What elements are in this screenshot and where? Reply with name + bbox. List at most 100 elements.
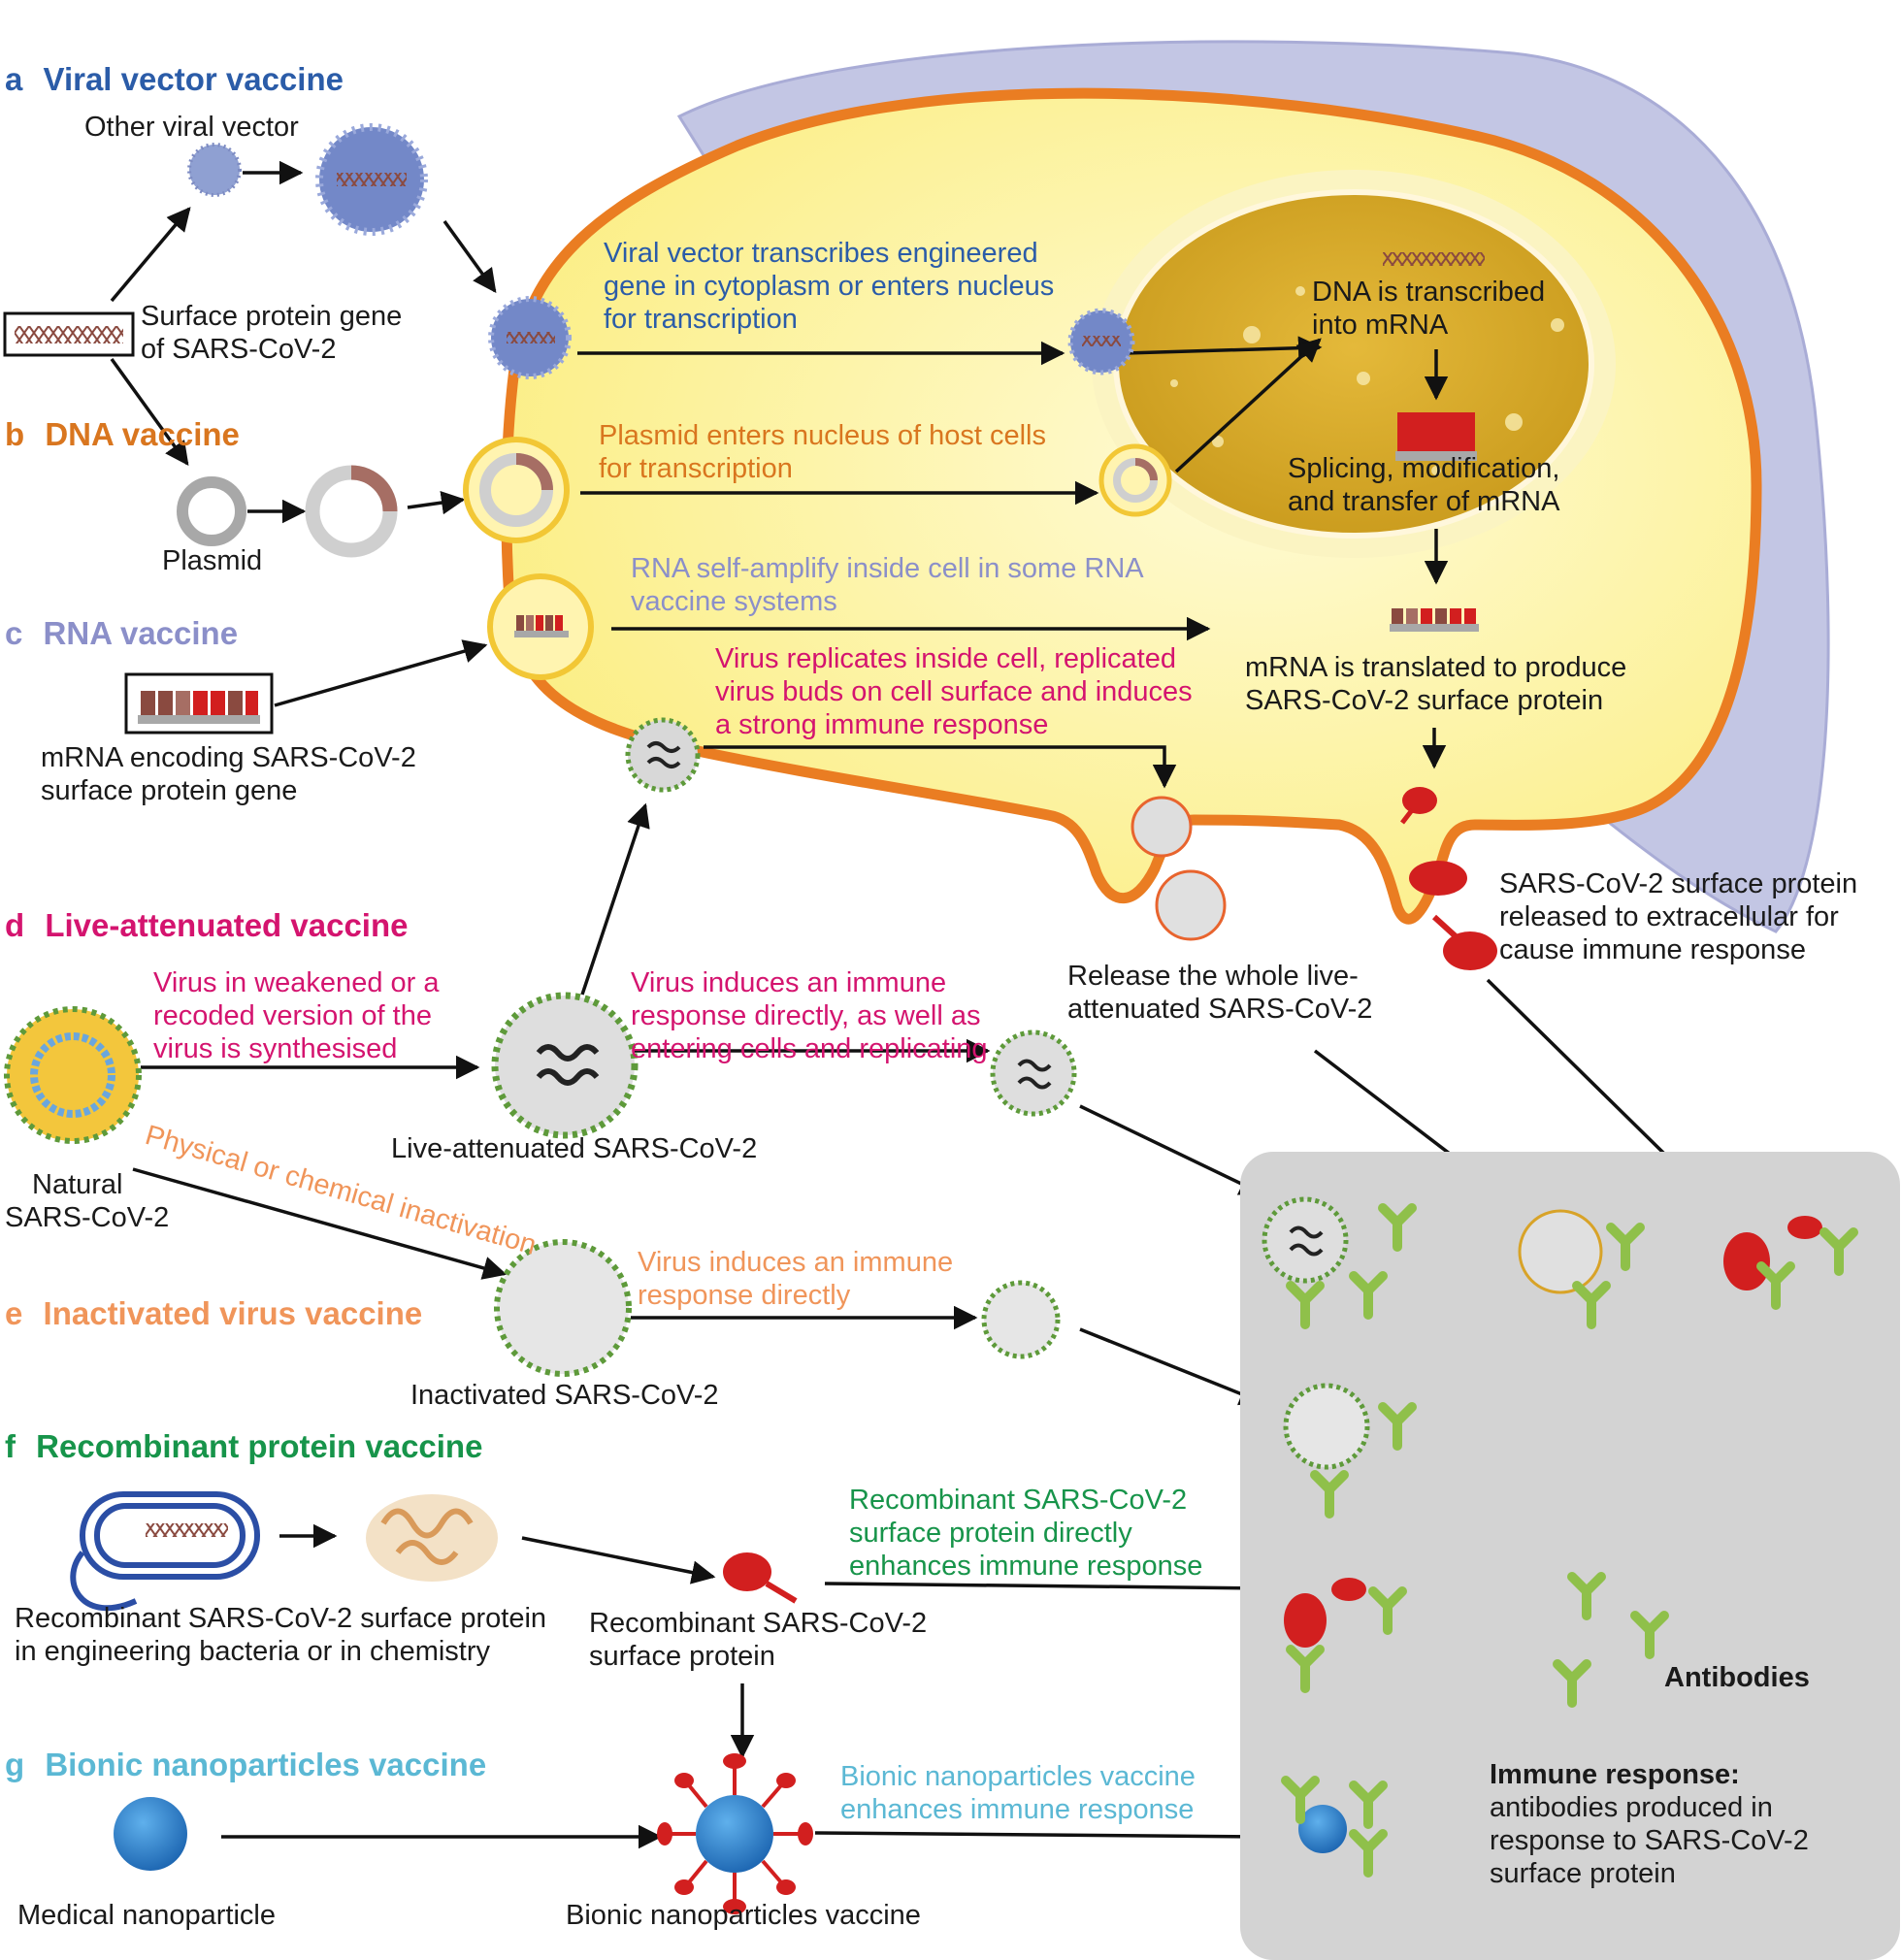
- note-weakened-line1: Virus in weakened or a: [153, 967, 440, 998]
- arrow-gene-to-plasmid: [110, 357, 189, 466]
- svg-text:Virus replicates inside cell,: Virus replicates inside cell, replicated…: [715, 643, 1200, 740]
- note-induces-enter-line3: entering cells and replicating: [631, 1033, 988, 1064]
- antibody-icon: [1572, 1281, 1611, 1329]
- section-b-letter: b: [5, 416, 24, 452]
- section-e-letter: e: [5, 1295, 22, 1331]
- splicing-line1: Splicing, modification,: [1288, 453, 1559, 484]
- section-f-title: Recombinant protein vaccine: [36, 1428, 482, 1464]
- viral-vector-in-cytoplasm: [1067, 308, 1135, 376]
- viral-vector-at-membrane: [488, 296, 572, 379]
- antibody-icon: [1819, 1227, 1858, 1276]
- antibody-icon: [1310, 1470, 1349, 1519]
- protein-budding: [1409, 861, 1467, 896]
- medical-nanoparticle: [114, 1797, 187, 1871]
- modified-plasmid-icon: [305, 465, 398, 558]
- note-bionic-line1: Bionic nanoparticles vaccine: [840, 1761, 1196, 1792]
- svg-text:f Recombinant protein va: f Recombinant protein vaccine: [5, 1428, 482, 1464]
- note-recombinant-line1: Recombinant SARS-CoV-2: [849, 1485, 1187, 1516]
- plasmid-label: Plasmid: [162, 545, 262, 576]
- svg-text:Plasmid enters nucleus of host: Plasmid enters nucleus of host cells for…: [599, 420, 1054, 484]
- surface-released-line3: cause immune response: [1499, 934, 1806, 965]
- antibody-icon: [1349, 1829, 1388, 1878]
- svg-text:b DNA vaccine: b DNA vaccine: [5, 416, 240, 452]
- engineering-bacterium: [70, 1491, 260, 1612]
- svg-text:c RNA vaccine: c RNA vaccine: [5, 615, 238, 651]
- note-viral-vector-line2: gene in cytoplasm or enters nucleus: [604, 271, 1054, 302]
- dna-transcribed-line1: DNA is transcribed: [1312, 277, 1545, 308]
- dna-in-nucleus: [1383, 252, 1485, 266]
- antibody-icon: [1553, 1659, 1591, 1708]
- engineered-viral-vector: [315, 123, 428, 236]
- box-bionic-nanoparticle: [1298, 1805, 1347, 1853]
- bionic-vaccine-label: Bionic nanoparticles vaccine: [566, 1900, 921, 1931]
- translated-mrna: [1390, 608, 1479, 632]
- section-g-title: Bionic nanoparticles vaccine: [45, 1747, 486, 1782]
- note-bionic-line2: enhances immune response: [840, 1794, 1194, 1825]
- immune-desc-line1: antibodies produced in: [1490, 1792, 1773, 1823]
- note-replicates-line2: virus buds on cell surface and induces: [715, 676, 1193, 707]
- splicing-mrna: [1395, 412, 1477, 461]
- inactivated-label: Inactivated SARS-CoV-2: [410, 1380, 719, 1411]
- section-headings: a Viral vector vaccine b DNA vaccine c R…: [5, 61, 486, 1782]
- note-plasmid-line1: Plasmid enters nucleus of host cells: [599, 420, 1046, 451]
- svg-text:RNA self-amplify inside cell i: RNA self-amplify inside cell in some RNA…: [631, 553, 1150, 617]
- arrow-structure-to-protein: [521, 1536, 716, 1584]
- mrna-translated-line2: SARS-CoV-2 surface protein: [1245, 685, 1603, 716]
- svg-text:d Live-attenuated vaccin: d Live-attenuated vaccine: [5, 907, 408, 943]
- svg-text:Splicing, modification,and tra: Splicing, modification,and transfer of m…: [1288, 453, 1560, 517]
- antibody-icon: [1378, 1203, 1417, 1252]
- recombinant-bacteria-label-line2: in engineering bacteria or in chemistry: [15, 1636, 491, 1667]
- recombinant-protein: [723, 1552, 798, 1604]
- arrow-recombinant-to-box: [824, 1576, 1274, 1601]
- section-a-title: Viral vector vaccine: [44, 61, 344, 97]
- medical-nanoparticle-label: Medical nanoparticle: [17, 1900, 276, 1931]
- release-whole-line2: attenuated SARS-CoV-2: [1067, 994, 1372, 1025]
- recombinant-bacteria-label-line1: Recombinant SARS-CoV-2 surface protein: [15, 1603, 546, 1634]
- replicating-virus: [990, 1029, 1077, 1117]
- live-attenuated-label: Live-attenuated SARS-CoV-2: [391, 1133, 757, 1164]
- arrow-bionic-to-box: [814, 1824, 1269, 1849]
- arrow-virus-to-box: [1079, 1104, 1264, 1195]
- svg-text:Virus induces an immune: Virus induces an immune response directl…: [638, 1247, 961, 1311]
- svg-text:Viral vector transcribes engin: Viral vector transcribes engineered gene…: [604, 238, 1062, 335]
- note-replicates-line1: Virus replicates inside cell, replicated: [715, 643, 1176, 674]
- section-c-title: RNA vaccine: [44, 615, 239, 651]
- svg-text:a Viral vector vaccine: a Viral vector vaccine: [5, 61, 344, 97]
- note-induces-enter-line1: Virus induces an immune: [631, 967, 946, 998]
- arrow-replicate-to-bud: [704, 745, 1177, 789]
- dna-transcribed-line2: into mRNA: [1312, 310, 1449, 341]
- svg-text:Recombinant SARS-CoV-2 s: Recombinant SARS-CoV-2 surface protein d…: [849, 1485, 1202, 1582]
- budding-virus: [1131, 796, 1193, 858]
- note-recombinant-line3: enhances immune response: [849, 1551, 1202, 1582]
- arrow-plasmid-to-cell: [407, 490, 466, 515]
- arrow-live-to-cell: [580, 802, 650, 996]
- plasmid-in-cytoplasm: [1098, 443, 1172, 517]
- nucleus-holes: [1170, 286, 1564, 475]
- surface-gene-label-line1: Surface protein gene: [141, 301, 402, 332]
- mrna-box: [124, 672, 274, 735]
- inactivated-virus-small: [981, 1280, 1061, 1359]
- replicating-virus-in-cell: [625, 717, 701, 793]
- released-virus: [1155, 869, 1227, 941]
- note-induces-enter-line2: response directly, as well as: [631, 1000, 981, 1031]
- section-a-letter: a: [5, 61, 23, 97]
- section-c-letter: c: [5, 615, 22, 651]
- section-b-title: DNA vaccine: [45, 416, 240, 452]
- section-g-letter: g: [5, 1747, 24, 1782]
- svg-text:Virus in weakened or a r: Virus in weakened or a recoded version o…: [153, 967, 447, 1064]
- section-e-title: Inactivated virus vaccine: [44, 1295, 423, 1331]
- live-attenuated-virus: [491, 992, 639, 1139]
- immune-response-title: Immune response:: [1490, 1759, 1740, 1790]
- immune-desc-line3: surface protein: [1490, 1858, 1676, 1889]
- mrna-translated-line1: mRNA is translated to produce: [1245, 652, 1626, 683]
- antibody-icon: [1349, 1271, 1388, 1320]
- svg-text:Virus induces an immune: Virus induces an immune response directl…: [631, 967, 989, 1064]
- arrow-natural-to-inactivated: [132, 1167, 508, 1280]
- inactivated-virus: [494, 1239, 632, 1377]
